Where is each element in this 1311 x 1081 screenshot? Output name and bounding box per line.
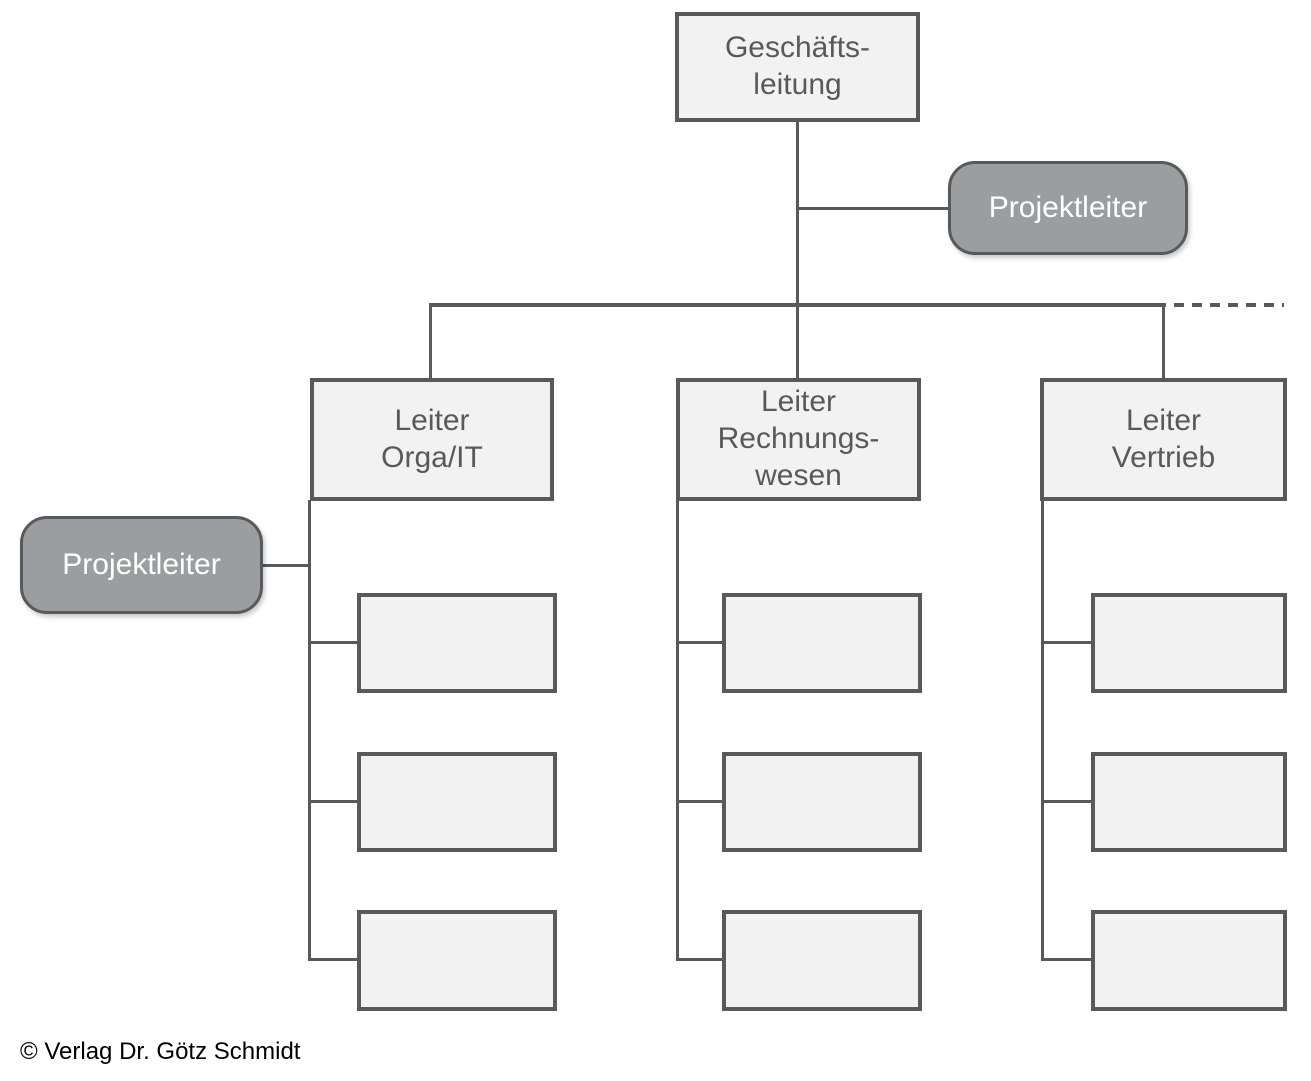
node-leiter-rechnungswesen: Leiter Rechnungs- wesen bbox=[676, 378, 921, 501]
connector-stub bbox=[676, 958, 722, 961]
subordinate-box bbox=[357, 910, 557, 1011]
connector-drop-orga-it bbox=[429, 303, 432, 378]
connector-dashed-continuation bbox=[1174, 303, 1284, 307]
connector-trunk-vertical bbox=[796, 122, 799, 307]
node-label-line: Rechnungs- bbox=[717, 422, 880, 456]
connector-staff-top-horizontal bbox=[797, 207, 948, 210]
subordinate-box bbox=[722, 752, 922, 852]
node-leiter-orga-it: Leiter Orga/IT bbox=[310, 378, 554, 501]
copyright-text: © Verlag Dr. Götz Schmidt bbox=[20, 1038, 301, 1065]
node-label-line: leitung bbox=[753, 68, 842, 101]
connector-stub bbox=[308, 800, 357, 803]
node-projektleiter-top: Projektleiter bbox=[948, 161, 1188, 255]
connector-stub bbox=[676, 641, 722, 644]
node-label-line: wesen bbox=[755, 458, 842, 492]
node-label-line: Geschäfts- bbox=[724, 31, 871, 65]
connector-drop-vertrieb bbox=[1162, 303, 1165, 378]
node-projektleiter-left: Projektleiter bbox=[20, 516, 263, 614]
node-label-line: Leiter bbox=[760, 385, 837, 419]
connector-stub bbox=[308, 641, 357, 644]
subordinate-box bbox=[1091, 752, 1287, 852]
connector-stub bbox=[1041, 958, 1091, 961]
subordinate-box bbox=[1091, 910, 1287, 1011]
node-leiter-vertrieb: Leiter Vertrieb bbox=[1040, 378, 1287, 501]
node-label-line: Orga/IT bbox=[381, 440, 483, 474]
connector-stub bbox=[308, 958, 357, 961]
connector-column-vertical-vertrieb bbox=[1041, 500, 1044, 961]
node-label-line: Leiter bbox=[1125, 403, 1202, 437]
node-label: Projektleiter bbox=[62, 548, 221, 581]
connector-stub bbox=[1041, 800, 1091, 803]
connector-staff-left-horizontal bbox=[262, 564, 310, 567]
node-label: Projektleiter bbox=[988, 191, 1148, 224]
connector-column-vertical-orga-it bbox=[308, 500, 311, 961]
connector-drop-rechnungswesen bbox=[796, 303, 799, 378]
connector-stub bbox=[1041, 641, 1091, 644]
subordinate-box bbox=[722, 910, 922, 1011]
node-label-line: Vertrieb bbox=[1111, 440, 1216, 474]
node-label-line: Leiter bbox=[394, 403, 470, 437]
subordinate-box bbox=[357, 593, 557, 693]
subordinate-box bbox=[1091, 593, 1287, 693]
node-geschaeftsleitung: Geschäfts- leitung bbox=[675, 12, 920, 122]
subordinate-box bbox=[722, 593, 922, 693]
connector-stub bbox=[676, 800, 722, 803]
subordinate-box bbox=[357, 752, 557, 852]
connector-column-vertical-rechnungswesen bbox=[676, 500, 679, 961]
